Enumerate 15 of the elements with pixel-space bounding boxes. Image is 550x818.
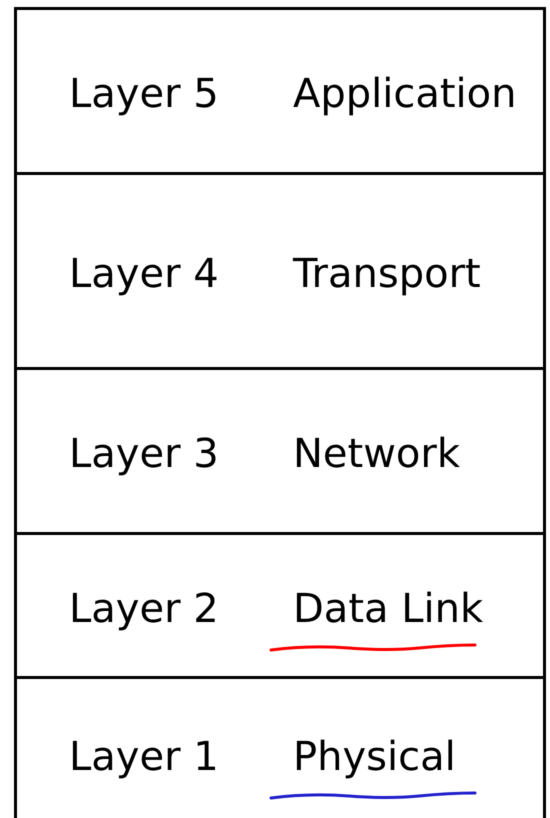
layer-name: Network	[293, 430, 460, 478]
layer-band	[14, 532, 546, 679]
layer-number: Layer 4	[69, 250, 219, 298]
layer-number: Layer 5	[69, 70, 219, 118]
layer-name: Transport	[293, 250, 481, 298]
layer-band	[14, 172, 546, 370]
layer-name: Physical	[293, 732, 456, 780]
layer-band	[14, 7, 546, 175]
layer-name: Data Link	[293, 584, 484, 632]
layer-band	[14, 676, 546, 818]
layer-number: Layer 3	[69, 430, 219, 478]
layer-name: Application	[293, 70, 516, 118]
layer-band	[14, 367, 546, 535]
layer-number: Layer 1	[69, 732, 219, 780]
layer-number: Layer 2	[69, 584, 219, 632]
